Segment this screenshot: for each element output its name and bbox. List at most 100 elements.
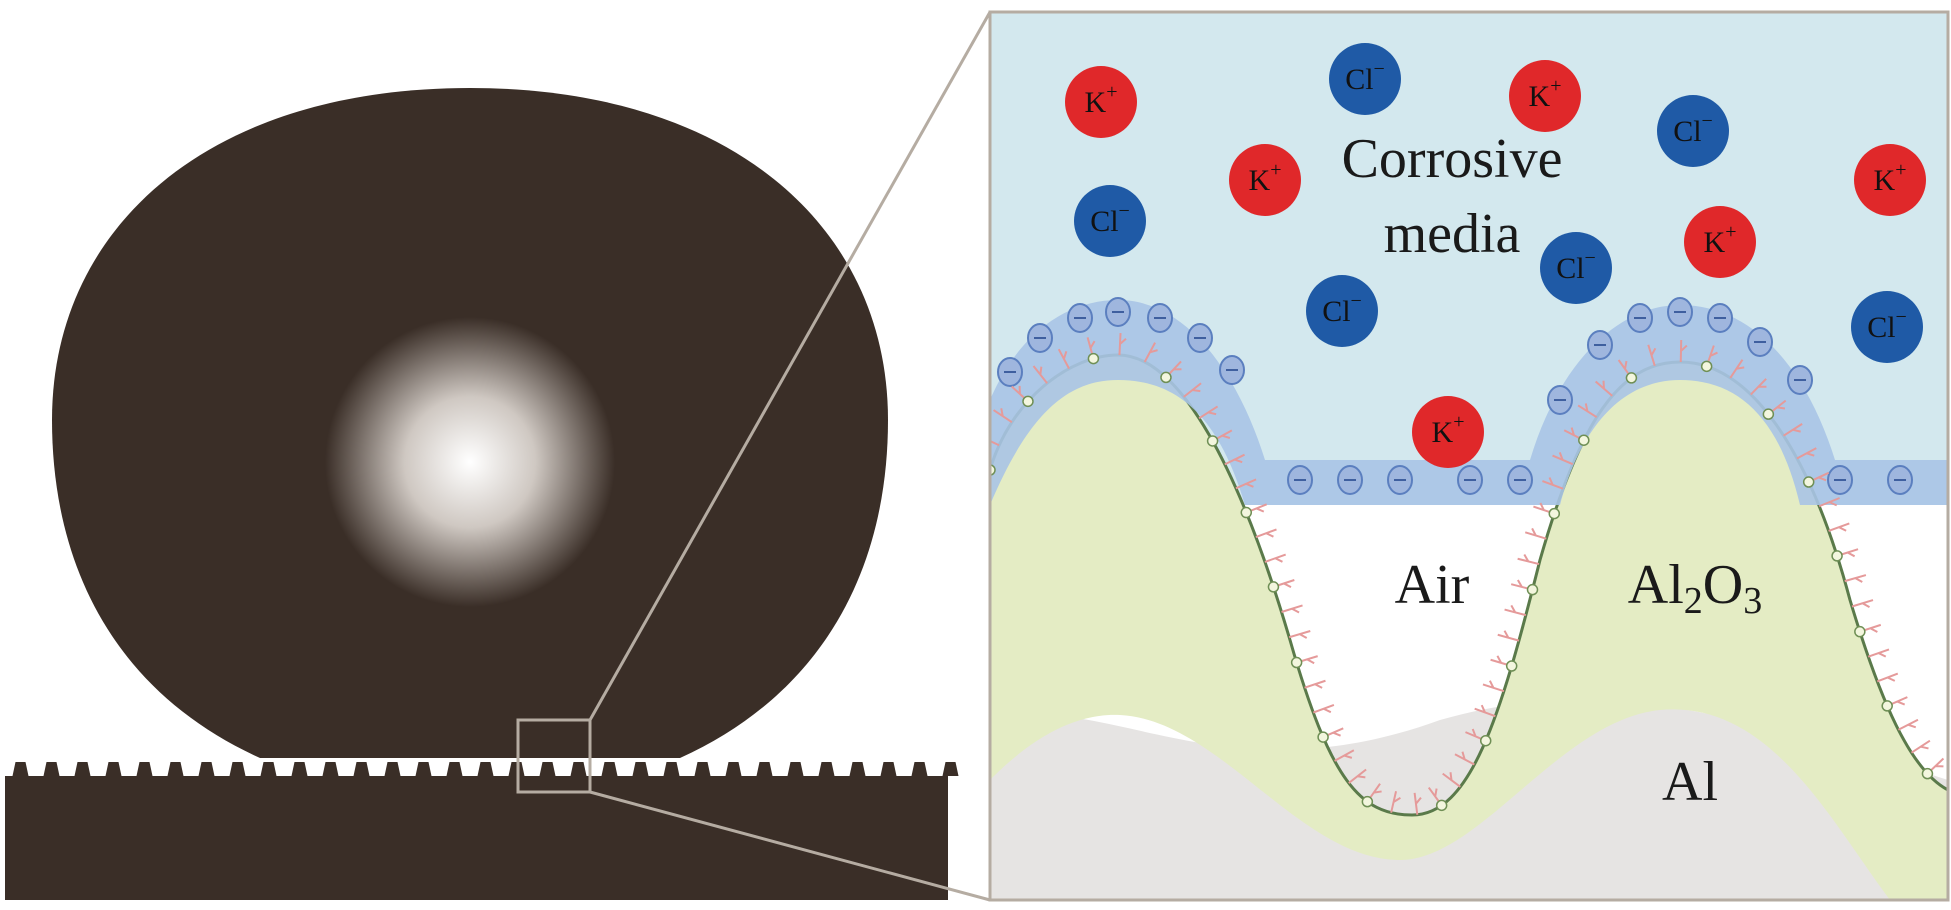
air-label: Air — [1395, 554, 1470, 616]
corrosive-media-label-line2: media — [1384, 203, 1521, 265]
svg-text:K+: K+ — [1704, 221, 1737, 259]
svg-text:Cl−: Cl− — [1673, 110, 1713, 148]
anchor-bead-63 — [1854, 625, 1866, 638]
chain-35 — [1482, 680, 1505, 693]
chain-41 — [1524, 527, 1547, 540]
magnified-panel-border — [988, 10, 1950, 902]
chain-49 — [1647, 344, 1657, 367]
ion-cl-1-symbol: Cl — [1345, 63, 1373, 96]
potassium-ion-icon — [1065, 66, 1137, 138]
al2o3-label-base: Al — [1628, 554, 1684, 616]
chloride-ion-icon — [1851, 291, 1923, 363]
ion-cl-3-symbol: Cl — [1090, 205, 1118, 238]
chloride-ion-icon — [1540, 232, 1612, 304]
chain-7 — [1118, 332, 1127, 356]
ion-k-5-symbol: K — [1704, 226, 1726, 259]
chain-47 — [1594, 380, 1613, 397]
ion-k-1: K+ — [1065, 66, 1137, 138]
chain-62 — [1851, 599, 1874, 609]
potassium-ion-icon — [1509, 60, 1581, 132]
chain-65 — [1876, 672, 1899, 683]
chain-64 — [1867, 648, 1890, 658]
svg-text:Cl−: Cl− — [1322, 290, 1362, 328]
anchor-bead-6 — [1087, 352, 1100, 365]
ion-k-2-symbol: K — [1529, 80, 1551, 113]
chain-5 — [1057, 348, 1070, 370]
ion-cl-2: Cl− — [1657, 95, 1729, 167]
film-negative-charges — [997, 297, 1913, 495]
chain-13 — [1224, 453, 1245, 466]
potassium-ion-icon — [1854, 144, 1926, 216]
chain-29 — [1413, 792, 1422, 815]
anchor-bead-54 — [1762, 408, 1775, 420]
ion-k-2-charge: + — [1550, 75, 1561, 97]
chain-10 — [1183, 382, 1202, 398]
zoom-connector-top — [588, 11, 992, 721]
chain-40 — [1517, 553, 1540, 566]
anchor-bead-39 — [1526, 583, 1539, 596]
chain-8 — [1143, 342, 1158, 363]
chain-31 — [1442, 772, 1461, 788]
ion-cl-1: Cl− — [1329, 43, 1401, 115]
anchor-bead-18 — [1267, 581, 1280, 593]
chain-23 — [1312, 703, 1335, 714]
chain-68 — [1910, 739, 1931, 754]
al2o3-layer — [990, 355, 1948, 900]
ion-cl-5-symbol: Cl — [1322, 295, 1350, 328]
anchor-bead-3 — [1022, 395, 1034, 408]
chain-11 — [1198, 405, 1219, 420]
ion-cl-4-charge: − — [1585, 247, 1596, 269]
svg-text:K+: K+ — [1249, 159, 1282, 197]
chain-4 — [1032, 365, 1048, 384]
chain-25 — [1334, 749, 1355, 762]
adsorbed-ion-film — [990, 300, 1948, 505]
chain-26 — [1348, 768, 1367, 784]
ion-k-3: K+ — [1854, 144, 1926, 216]
anchor-bead-36 — [1505, 660, 1518, 672]
svg-text:K+: K+ — [1529, 75, 1562, 113]
ion-k-3-symbol: K — [1874, 164, 1896, 197]
anchor-bead-21 — [1290, 656, 1303, 669]
svg-text:Cl−: Cl− — [1090, 200, 1130, 238]
anchor-bead-45 — [1578, 434, 1590, 446]
potassium-ion-icon — [1684, 206, 1756, 278]
al2o3-label: Al2O3 — [1628, 554, 1762, 622]
corrosive-media-label-line1: Corrosive — [1342, 128, 1563, 190]
chain-20 — [1288, 630, 1311, 639]
ion-k-4: K+ — [1229, 144, 1301, 216]
ion-cl-1-charge: − — [1374, 58, 1385, 80]
chain-16 — [1255, 528, 1277, 539]
ion-k-6: K+ — [1412, 396, 1484, 468]
chain-59 — [1828, 522, 1850, 532]
svg-text:K+: K+ — [1432, 411, 1465, 449]
ion-cl-4: Cl− — [1540, 232, 1612, 304]
ion-k-5: K+ — [1684, 206, 1756, 278]
anchor-bead-42 — [1548, 507, 1561, 520]
svg-text:K+: K+ — [1874, 159, 1907, 197]
anchor-bead-24 — [1317, 731, 1329, 743]
svg-text:Cl−: Cl− — [1867, 306, 1907, 344]
chain-50 — [1679, 339, 1688, 363]
ion-cl-3-charge: − — [1119, 200, 1130, 222]
al2o3-label-sub2: 3 — [1743, 580, 1762, 622]
chain-56 — [1796, 447, 1817, 460]
chloride-ion-icon — [1329, 43, 1401, 115]
ion-cl-4-symbol: Cl — [1556, 252, 1584, 285]
ion-k-1-charge: + — [1106, 81, 1117, 103]
chain-34 — [1474, 704, 1496, 718]
chain-43 — [1542, 477, 1564, 490]
chloride-ion-icon — [1306, 275, 1378, 347]
chain-1 — [990, 439, 1000, 447]
ion-cl-6: Cl− — [1851, 291, 1923, 363]
chain-58 — [1818, 497, 1840, 508]
anchor-bead-33 — [1479, 734, 1492, 747]
chain-0 — [990, 468, 991, 470]
ion-cl-6-symbol: Cl — [1867, 311, 1895, 344]
ion-cl-2-symbol: Cl — [1673, 115, 1701, 148]
al-label: Al — [1662, 751, 1718, 813]
ion-cl-5-charge: − — [1351, 290, 1362, 312]
ion-k-3-charge: + — [1895, 159, 1906, 181]
potassium-ion-icon — [1229, 144, 1301, 216]
chain-44 — [1552, 452, 1574, 466]
droplet-group — [52, 88, 888, 758]
